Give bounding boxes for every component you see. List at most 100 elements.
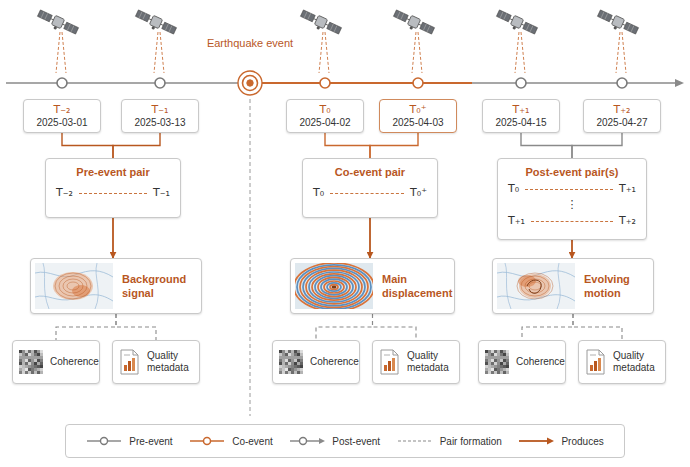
- coherence-icon-part: [297, 350, 300, 353]
- metadata-icon-part: [590, 355, 596, 356]
- coherence-icon-part: [31, 353, 34, 356]
- coherence-icon-part: [500, 356, 503, 359]
- coherence-icon-part: [34, 365, 37, 368]
- coherence-icon-part: [25, 350, 28, 353]
- coherence-icon-part: [282, 359, 285, 362]
- product-thumbnail-part: [35, 263, 113, 309]
- coherence-icon-part: [503, 368, 506, 371]
- coherence-icon: [279, 350, 303, 374]
- satellites: [36, 9, 640, 39]
- product-thumbnail-part: [497, 263, 575, 309]
- metadata-icon-part: [598, 358, 601, 371]
- coherence-icon-part: [494, 359, 497, 362]
- connector: [373, 314, 417, 340]
- metadata-icon-part: [594, 361, 597, 371]
- coherence-icon-part: [25, 362, 28, 365]
- coherence-icon-part: [19, 359, 22, 362]
- coherence-icon-part: [297, 362, 300, 365]
- coherence-icon-part: [282, 365, 285, 368]
- output-text-group: Coherence: [303, 356, 359, 368]
- product-thumbnail: [497, 263, 575, 309]
- coherence-icon-part: [22, 362, 25, 365]
- coherence-icon-part: [500, 371, 503, 374]
- satellites-part: [495, 9, 539, 39]
- satellites-part: [299, 9, 343, 39]
- output-box: Coherence: [478, 340, 566, 384]
- output-box: Coherence: [12, 340, 100, 384]
- earthquake-symbol-part: [243, 76, 258, 91]
- coherence-icon-part: [31, 359, 34, 362]
- metadata-icon-part: [393, 350, 398, 355]
- coherence-icon-part: [282, 362, 285, 365]
- coherence-icon-part: [288, 368, 291, 371]
- epoch-symbol: T₋₁: [124, 103, 196, 116]
- coherence-icon-part: [288, 350, 291, 353]
- product-box: Evolving motion: [492, 258, 654, 314]
- coherence-icon-part: [503, 365, 506, 368]
- coherence-icon-part: [485, 368, 488, 371]
- satellite-beams-part: [160, 32, 164, 73]
- coherence-icon-part: [291, 362, 294, 365]
- coherence-icon-part: [285, 353, 288, 356]
- event-divider: [250, 99, 251, 416]
- coherence-icon-part: [300, 356, 303, 359]
- coherence-icon-part: [28, 362, 31, 365]
- product-thumbnail-part: [330, 285, 338, 290]
- coherence-icon-part: [37, 365, 40, 368]
- pair-dash: [79, 193, 147, 194]
- metadata-icon-part: [381, 350, 398, 374]
- coherence-icon-part: [285, 359, 288, 362]
- coherence-icon-part: [485, 350, 509, 374]
- earthquake-symbol: [238, 71, 262, 95]
- coherence-icon-part: [285, 362, 288, 365]
- connector: [316, 314, 373, 340]
- product-thumbnail-part: [525, 279, 545, 293]
- coherence-icon-part: [494, 356, 497, 359]
- pair-row: T₀T₀⁺: [313, 186, 427, 200]
- legend-sample-part: [398, 440, 432, 441]
- acquisition-date-box: T₊₂2025-04-27: [583, 99, 661, 133]
- acquisition-points: [57, 78, 627, 88]
- legend-sample-part: [300, 438, 307, 445]
- output-text-group: Quality metadata: [400, 350, 453, 374]
- coherence-icon-part: [497, 356, 500, 359]
- coherence-icon-part: [291, 359, 294, 362]
- coherence-icon-part: [488, 350, 491, 353]
- coherence-icon-part: [485, 362, 488, 365]
- timeline-line: [6, 79, 684, 87]
- coherence-icon-part: [300, 353, 303, 356]
- coherence-icon-part: [297, 368, 300, 371]
- coherence-icon-part: [503, 371, 506, 374]
- product-thumbnail-part: [300, 267, 368, 308]
- product-thumbnail-part: [306, 270, 362, 304]
- coherence-icon-part: [28, 359, 31, 362]
- coherence-icon-part: [279, 359, 282, 362]
- product-thumbnail-part: [327, 283, 341, 291]
- legend-item: Post-event: [289, 435, 380, 447]
- legend-sample-part: [547, 438, 554, 445]
- product-thumbnail-part: [529, 282, 541, 290]
- coherence-icon-part: [19, 350, 43, 374]
- coherence-icon-part: [485, 353, 488, 356]
- coherence-icon-part: [491, 362, 494, 365]
- coherence-icon-part: [19, 350, 22, 353]
- coherence-icon-part: [494, 371, 497, 374]
- coherence-icon: [19, 350, 43, 374]
- coherence-icon-part: [279, 362, 282, 365]
- product-thumbnail-part: [297, 265, 371, 309]
- satellite-beams-part: [622, 32, 626, 73]
- coherence-icon-part: [19, 353, 22, 356]
- coherence-icon-part: [28, 368, 31, 371]
- event-label: Earthquake event: [180, 37, 320, 49]
- legend-item: Pair formation: [397, 435, 502, 447]
- product-thumbnail-part: [321, 279, 347, 295]
- coherence-icon-part: [497, 362, 500, 365]
- product-thumbnail-part: [72, 285, 90, 297]
- coherence-icon-part: [28, 353, 31, 356]
- metadata-icon-part: [124, 365, 127, 371]
- coherence-icon-part: [40, 350, 43, 353]
- coherence-icon-part: [40, 356, 43, 359]
- epoch-symbol: T₊₁: [508, 214, 525, 228]
- coherence-icon-part: [34, 368, 37, 371]
- coherence-icon-part: [300, 359, 303, 362]
